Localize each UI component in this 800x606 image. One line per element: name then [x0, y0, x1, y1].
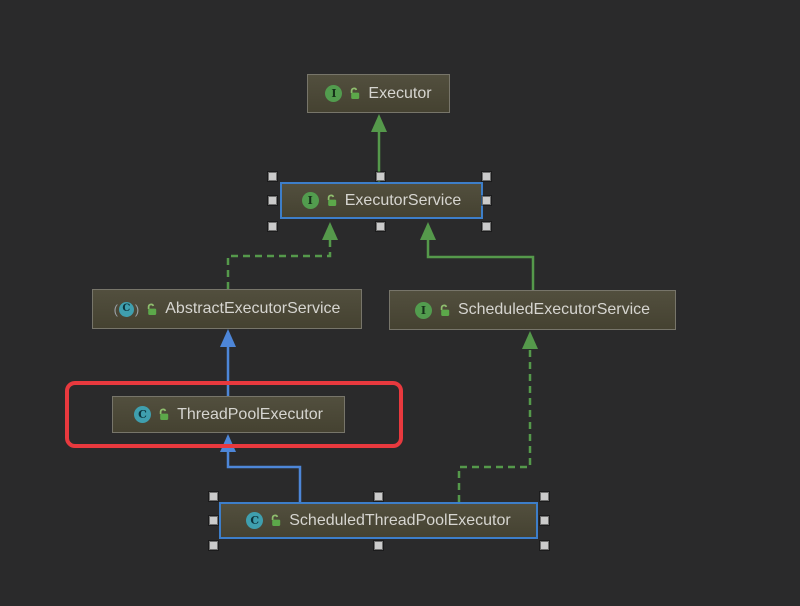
- selection-handle[interactable]: [374, 541, 383, 550]
- node-label: ExecutorService: [344, 191, 462, 209]
- edge-abstractexecutorservice-implements-executorservice[interactable]: [226, 222, 338, 289]
- interface-icon: I: [414, 301, 432, 319]
- class-node-abstract-executor-service[interactable]: ( C ) AbstractExecutorService: [92, 289, 362, 329]
- edge-scheduledthreadpoolexecutor-extends-threadpoolexecutor[interactable]: [220, 434, 302, 502]
- class-icon-letter: C: [138, 408, 147, 421]
- node-label: ThreadPoolExecutor: [177, 405, 323, 423]
- node-label: Executor: [368, 84, 432, 102]
- edge-scheduledthreadpoolexecutor-implements-scheduledexecutorservice[interactable]: [457, 331, 538, 502]
- class-icon: C: [246, 512, 264, 529]
- selection-handle[interactable]: [376, 172, 385, 181]
- class-node-thread-pool-executor[interactable]: C ThreadPoolExecutor: [112, 396, 345, 433]
- selection-handle[interactable]: [376, 222, 385, 231]
- selection-handle[interactable]: [268, 172, 277, 181]
- interface-icon-letter: I: [420, 303, 427, 317]
- interface-icon: I: [301, 192, 319, 209]
- public-lock-icon: [146, 303, 158, 316]
- selection-handle[interactable]: [482, 196, 491, 205]
- public-lock-icon: [158, 408, 170, 421]
- class-icon: C: [134, 406, 152, 423]
- edge-threadpoolexecutor-extends-abstractexecutorservice[interactable]: [220, 329, 236, 396]
- interface-icon-letter: I: [331, 87, 337, 100]
- selection-handle[interactable]: [209, 492, 218, 501]
- selection-handle[interactable]: [540, 492, 549, 501]
- class-node-executor-service[interactable]: I ExecutorService: [280, 182, 483, 219]
- public-lock-icon: [349, 87, 361, 100]
- public-lock-icon: [326, 194, 338, 207]
- class-node-scheduled-executor-service[interactable]: I ScheduledExecutorService: [389, 290, 676, 330]
- abstract-paren-open: (: [113, 301, 118, 317]
- selection-handle[interactable]: [482, 222, 491, 231]
- public-lock-icon: [439, 304, 451, 317]
- selection-handle[interactable]: [268, 196, 277, 205]
- interface-icon: I: [325, 85, 343, 102]
- class-node-executor[interactable]: I Executor: [307, 74, 450, 113]
- selection-handle[interactable]: [482, 172, 491, 181]
- selection-handle[interactable]: [540, 541, 549, 550]
- node-label: AbstractExecutorService: [165, 300, 341, 317]
- node-label: ScheduledThreadPoolExecutor: [289, 511, 511, 529]
- abstract-paren-close: ): [134, 301, 140, 317]
- selection-handle[interactable]: [209, 541, 218, 550]
- class-icon-letter: C: [250, 514, 260, 527]
- class-icon-letter: C: [122, 303, 131, 314]
- selection-handle[interactable]: [268, 222, 277, 231]
- selection-handle[interactable]: [374, 492, 383, 501]
- selection-handle[interactable]: [540, 516, 549, 525]
- abstract-class-icon: ( C ): [113, 301, 140, 317]
- node-label: ScheduledExecutorService: [457, 301, 651, 318]
- class-node-scheduled-thread-pool-executor[interactable]: C ScheduledThreadPoolExecutor: [219, 502, 538, 539]
- interface-icon-letter: I: [307, 194, 313, 207]
- public-lock-icon: [270, 514, 282, 527]
- selection-handle[interactable]: [209, 516, 218, 525]
- edge-scheduledexecutorservice-extends-executorservice[interactable]: [420, 222, 535, 290]
